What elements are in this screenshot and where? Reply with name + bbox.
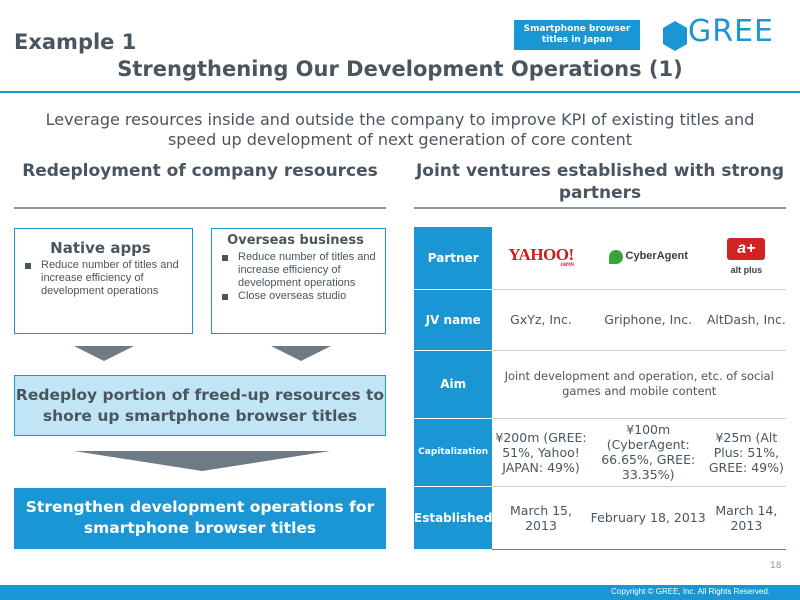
yahoo-logo-sub: JAPAN — [560, 262, 574, 268]
gree-logo — [663, 21, 687, 51]
altplus-logo: a+ alt plus — [727, 237, 766, 278]
altplus-logo-text: alt plus — [730, 264, 763, 275]
established-cell: February 18, 2013 — [589, 486, 707, 550]
title-divider — [0, 91, 800, 93]
redeploy-box: Redeploy portion of freed-up resources t… — [14, 375, 386, 436]
partner-logo-cell: a+ alt plus — [706, 227, 786, 290]
cyberagent-logo: CyberAgent — [608, 249, 688, 264]
aim-cell: Joint development and operation, etc. of… — [492, 350, 786, 419]
gree-logo-text: GREE — [688, 14, 775, 49]
strengthen-box: Strengthen development operations for sm… — [14, 488, 386, 549]
row-label-established: Established — [414, 486, 493, 549]
table-row-jv-name: JV name GxYz, Inc. Griphone, Inc. AltDas… — [414, 289, 786, 351]
table-row-aim: Aim Joint development and operation, etc… — [414, 350, 786, 419]
page-number: 18 — [770, 561, 782, 571]
yahoo-japan-logo: YAHOO!JAPAN — [508, 244, 574, 269]
wide-arrow-down-icon — [74, 451, 330, 471]
footer-bar: Copyright © GREE, Inc. All Rights Reserv… — [0, 585, 800, 600]
overseas-business-box: Overseas business Reduce number of title… — [211, 228, 386, 334]
table-row-partner: Partner YAHOO!JAPAN CyberAgent a+ alt plu… — [414, 227, 786, 290]
overseas-bullet-1: Reduce number of titles and increase eff… — [212, 251, 379, 290]
partner-logo-cell: YAHOO!JAPAN — [492, 227, 590, 290]
row-label-partner: Partner — [414, 227, 493, 290]
overseas-bullet-2: Close overseas studio — [212, 290, 379, 303]
row-label-jv-name: JV name — [414, 289, 493, 351]
established-cell: March 15, 2013 — [492, 486, 590, 550]
gree-hexagon-icon — [663, 21, 687, 51]
category-tag: Smartphone browser titles in Japan — [514, 20, 640, 50]
left-column-heading: Redeployment of company resources — [22, 161, 378, 181]
native-apps-bullet: Reduce number of titles and increase eff… — [15, 259, 186, 298]
table-row-established: Established March 15, 2013 February 18, … — [414, 486, 786, 550]
row-label-capitalization: Capitalization — [414, 418, 493, 487]
arrow-down-icon — [271, 346, 331, 361]
joint-ventures-table: Partner YAHOO!JAPAN CyberAgent a+ alt plu… — [414, 227, 786, 550]
altplus-mark: a+ — [727, 237, 766, 260]
arrow-down-icon — [74, 346, 134, 361]
partner-logo-cell: CyberAgent — [589, 227, 707, 290]
right-column-heading: Joint ventures established with strong p… — [415, 161, 785, 203]
jv-name-cell: Griphone, Inc. — [589, 289, 707, 351]
jv-name-cell: GxYz, Inc. — [492, 289, 590, 351]
copyright-text: Copyright © GREE, Inc. All Rights Reserv… — [611, 587, 770, 596]
subtitle: Leverage resources inside and outside th… — [45, 110, 755, 149]
table-row-capitalization: Capitalization ¥200m (GREE: 51%, Yahoo! … — [414, 418, 786, 487]
row-label-aim: Aim — [414, 350, 493, 419]
left-column-divider — [14, 207, 386, 209]
page-title: Strengthening Our Development Operations… — [117, 57, 683, 81]
capitalization-cell: ¥200m (GREE: 51%, Yahoo! JAPAN: 49%) — [492, 418, 590, 487]
native-apps-box: Native apps Reduce number of titles and … — [14, 228, 193, 334]
yahoo-logo-text: YAHOO! — [508, 244, 574, 264]
right-column-divider — [414, 207, 786, 209]
overseas-business-title: Overseas business — [227, 233, 364, 248]
cyberagent-leaf-icon — [608, 249, 623, 264]
established-cell: March 14, 2013 — [706, 486, 786, 550]
capitalization-cell: ¥25m (Alt Plus: 51%, GREE: 49%) — [706, 418, 786, 487]
example-label: Example 1 — [14, 30, 137, 54]
native-apps-title: Native apps — [50, 239, 151, 257]
jv-name-cell: AltDash, Inc. — [706, 289, 786, 351]
capitalization-cell: ¥100m (CyberAgent: 66.65%, GREE: 33.35%) — [589, 418, 707, 487]
cyberagent-logo-text: CyberAgent — [625, 250, 688, 262]
